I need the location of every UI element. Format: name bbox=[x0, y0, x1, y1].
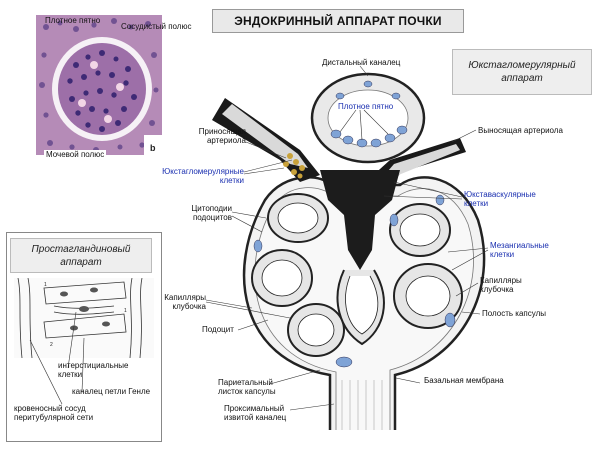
mesangium bbox=[320, 170, 400, 270]
juxtaglomerular-box-label: Юкстагломерулярный аппарат bbox=[468, 60, 576, 84]
micro-label-macula-densa: Плотное пятно bbox=[45, 16, 101, 25]
label-efferent-arteriole: Выносящая артериола bbox=[478, 126, 563, 135]
label-henle-loop: каналец петли Генле bbox=[72, 387, 151, 396]
micrograph-image: b bbox=[36, 15, 162, 155]
label-peritubular-vessel: кровеносный сосуд перитубулярной сети bbox=[14, 404, 94, 422]
prostaglandin-box: Простагландиновый аппарат bbox=[10, 238, 152, 273]
micro-label-vascular-pole: Сосудистый полюс bbox=[121, 22, 192, 31]
label-interstitial-cells: интерстициальные клетки bbox=[58, 361, 129, 379]
label-distal-tubule: Дистальный каналец bbox=[322, 58, 401, 67]
label-podocyte: Подоцит bbox=[202, 325, 234, 334]
capillary-loops bbox=[251, 193, 463, 357]
prostaglandin-drawing: 1 1 2 bbox=[14, 278, 154, 358]
label-juxtavascular-cells: Юкставаскулярные клетки bbox=[464, 190, 536, 208]
svg-text:b: b bbox=[150, 143, 156, 153]
jg-cells bbox=[283, 153, 305, 179]
label-macula-densa: Плотное пятно bbox=[338, 102, 394, 111]
label-capillaries-right: Капилляры клубочка bbox=[480, 276, 522, 294]
prostaglandin-box-label: Простагландиновый аппарат bbox=[31, 243, 131, 268]
label-parietal-layer: Париетальный листок капсулы bbox=[218, 378, 276, 396]
macula-densa-nuclei bbox=[330, 80, 408, 148]
svg-text:2: 2 bbox=[50, 342, 53, 348]
label-podocyte-cytopodia: Цитоподии подоцитов bbox=[191, 204, 232, 222]
proximal-tubule-brush bbox=[341, 380, 383, 430]
leader-lines bbox=[205, 65, 489, 411]
label-afferent-arteriole: Приносящая артериола bbox=[198, 127, 246, 145]
micro-label-urinary-pole: Мочевой полюс bbox=[44, 150, 107, 159]
svg-text:1: 1 bbox=[124, 308, 127, 314]
svg-text:1: 1 bbox=[44, 282, 47, 288]
label-basement-membrane: Базальная мембрана bbox=[424, 376, 504, 385]
label-capsule-cavity: Полость капсулы bbox=[482, 309, 546, 318]
endothelial-nuclei bbox=[253, 194, 456, 368]
label-capillaries-left: Капилляры клубочка bbox=[164, 293, 206, 311]
juxtaglomerular-box: Юкстагломерулярный аппарат bbox=[452, 49, 592, 95]
label-mesangial-cells: Мезангиальные клетки bbox=[490, 241, 549, 259]
histology-micrograph: b bbox=[36, 15, 162, 155]
label-jg-cells: Юкстагломерулярные клетки bbox=[162, 167, 244, 185]
label-proximal-tubule: Проксимальный извитой каналец bbox=[224, 404, 287, 422]
page-title: ЭНДОКРИННЫЙ АППАРАТ ПОЧКИ bbox=[234, 14, 442, 28]
title-box: ЭНДОКРИННЫЙ АППАРАТ ПОЧКИ bbox=[212, 9, 464, 33]
